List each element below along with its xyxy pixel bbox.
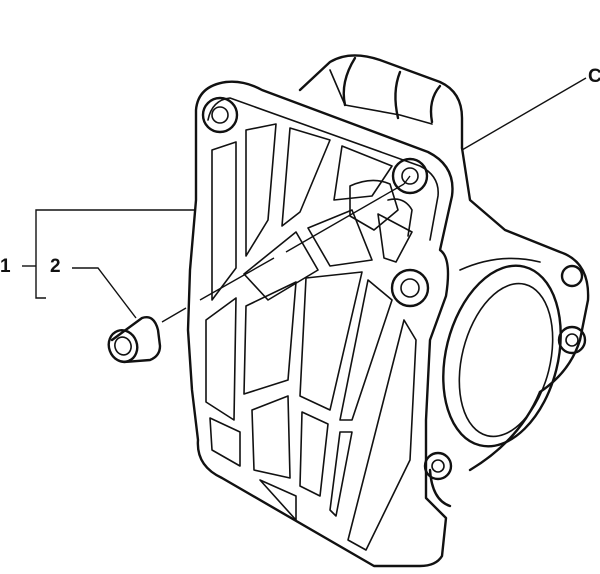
bolt-boss <box>423 451 453 481</box>
leader-2 <box>72 267 137 319</box>
bracket-leader-1 <box>35 209 196 299</box>
mounting-hole <box>390 268 430 308</box>
flange-plate <box>186 80 454 568</box>
bolt-boss <box>560 264 584 288</box>
bushing-part <box>107 316 162 364</box>
callout-3: C <box>588 66 600 87</box>
mounting-hole <box>201 96 239 134</box>
callout-2: 2 <box>50 256 61 277</box>
housing-body <box>298 54 590 508</box>
mounting-hole <box>391 157 429 195</box>
bolt-boss <box>557 325 587 355</box>
leader-3 <box>461 77 587 151</box>
leader-lines <box>22 77 587 319</box>
assembly-axis <box>161 175 411 323</box>
rib-webbing <box>205 123 417 551</box>
callout-1: 1 <box>0 256 11 277</box>
